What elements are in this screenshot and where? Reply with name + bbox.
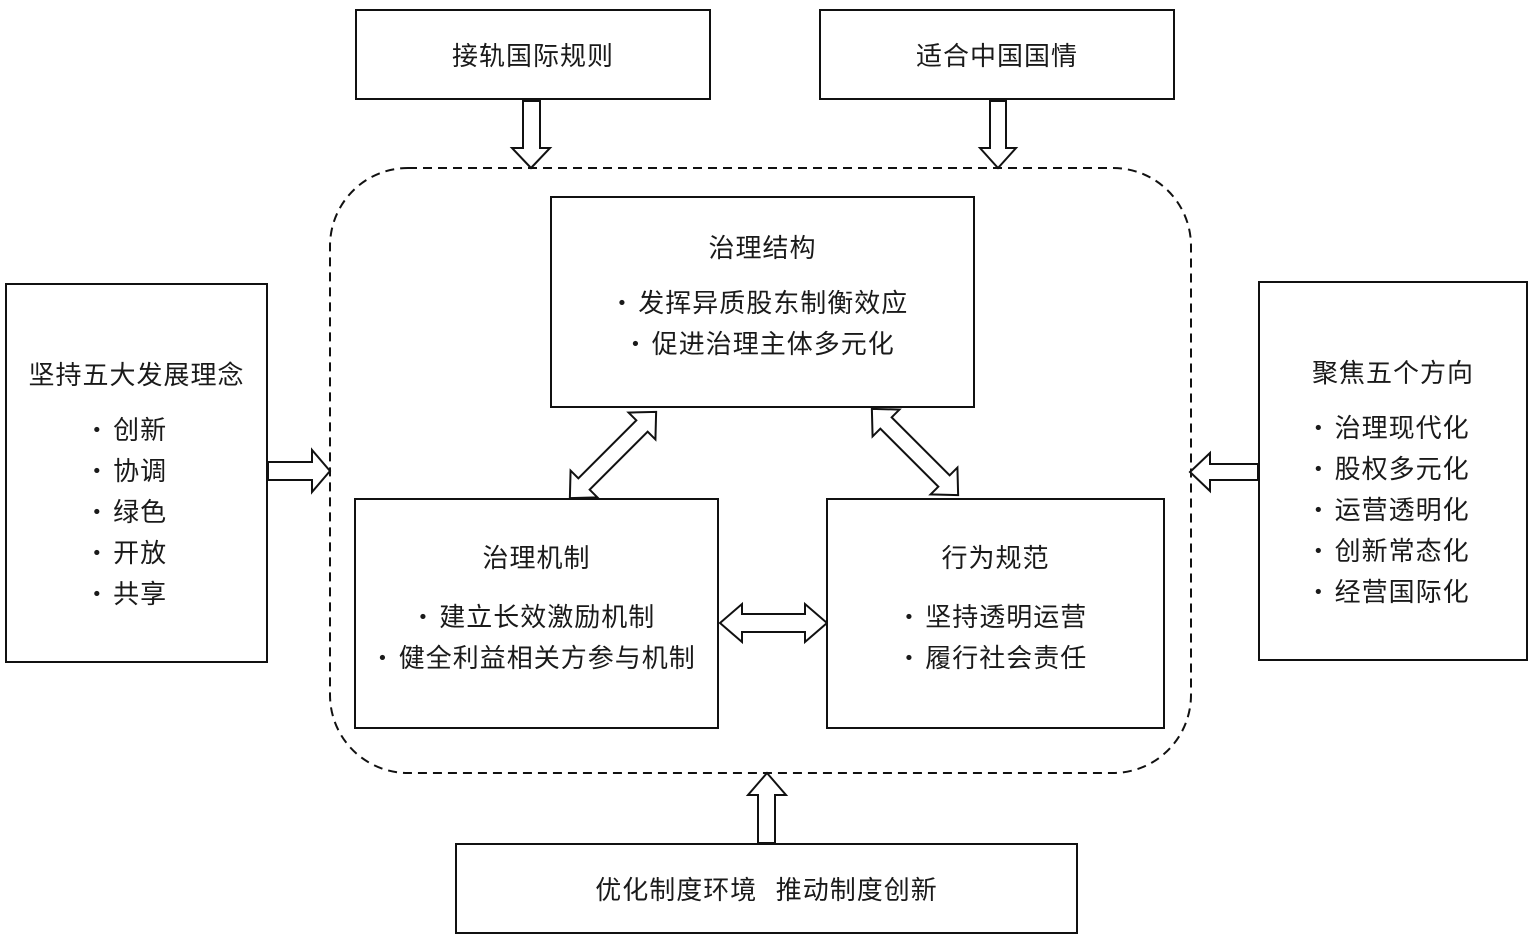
bottom-box: 优化制度环境 推动制度创新 xyxy=(455,843,1078,934)
down-arrow-right xyxy=(977,100,1019,170)
left-side-box-title: 坚持五大发展理念 xyxy=(28,361,245,391)
list-item: 建立长效激励机制 xyxy=(356,599,717,640)
list-item: 健全利益相关方参与机制 xyxy=(356,640,717,681)
governance-structure-title: 治理结构 xyxy=(708,234,817,264)
list-item: 创新常态化 xyxy=(1313,533,1473,574)
down-arrow-left xyxy=(509,100,553,170)
conduct-norms-list: 坚持透明运营 履行社会责任 xyxy=(828,599,1163,681)
top-right-box: 适合中国国情 xyxy=(819,9,1175,100)
list-item: 促进治理主体多元化 xyxy=(552,326,973,367)
list-item: 运营透明化 xyxy=(1313,492,1473,533)
list-item: 共享 xyxy=(92,576,182,617)
list-item: 坚持透明运营 xyxy=(828,599,1163,640)
list-item: 履行社会责任 xyxy=(828,640,1163,681)
conduct-norms-box: 行为规范 坚持透明运营 履行社会责任 xyxy=(826,498,1165,729)
governance-structure-list: 发挥异质股东制衡效应 促进治理主体多元化 xyxy=(552,285,973,367)
up-arrow-bottom xyxy=(745,771,789,844)
list-item: 绿色 xyxy=(92,494,182,535)
top-left-box: 接轨国际规则 xyxy=(355,9,711,100)
double-arrow-left-diagonal xyxy=(568,410,658,500)
list-item: 协调 xyxy=(92,453,182,494)
right-side-box-title: 聚焦五个方向 xyxy=(1311,359,1474,389)
conduct-norms-title: 行为规范 xyxy=(941,544,1050,574)
list-item: 发挥异质股东制衡效应 xyxy=(552,285,973,326)
governance-mechanism-title: 治理机制 xyxy=(482,544,591,574)
bottom-box-label: 优化制度环境 推动制度创新 xyxy=(595,876,938,906)
right-side-box-list: 治理现代化 股权多元化 运营透明化 创新常态化 经营国际化 xyxy=(1313,410,1473,615)
left-arrow-right xyxy=(1188,450,1259,494)
double-arrow-horizontal xyxy=(718,601,829,645)
governance-mechanism-box: 治理机制 建立长效激励机制 健全利益相关方参与机制 xyxy=(354,498,719,729)
top-left-box-label: 接轨国际规则 xyxy=(451,42,614,72)
top-right-box-label: 适合中国国情 xyxy=(915,42,1078,72)
double-arrow-right-diagonal xyxy=(870,407,960,497)
left-side-box-list: 创新 协调 绿色 开放 共享 xyxy=(92,412,182,617)
list-item: 经营国际化 xyxy=(1313,574,1473,615)
right-arrow-left xyxy=(267,447,332,495)
left-side-box: 坚持五大发展理念 创新 协调 绿色 开放 共享 xyxy=(5,283,268,663)
list-item: 创新 xyxy=(92,412,182,453)
right-side-box: 聚焦五个方向 治理现代化 股权多元化 运营透明化 创新常态化 经营国际化 xyxy=(1258,281,1528,661)
list-item: 治理现代化 xyxy=(1313,410,1473,451)
list-item: 股权多元化 xyxy=(1313,451,1473,492)
governance-structure-box: 治理结构 发挥异质股东制衡效应 促进治理主体多元化 xyxy=(550,196,975,408)
list-item: 开放 xyxy=(92,535,182,576)
governance-mechanism-list: 建立长效激励机制 健全利益相关方参与机制 xyxy=(356,599,717,681)
